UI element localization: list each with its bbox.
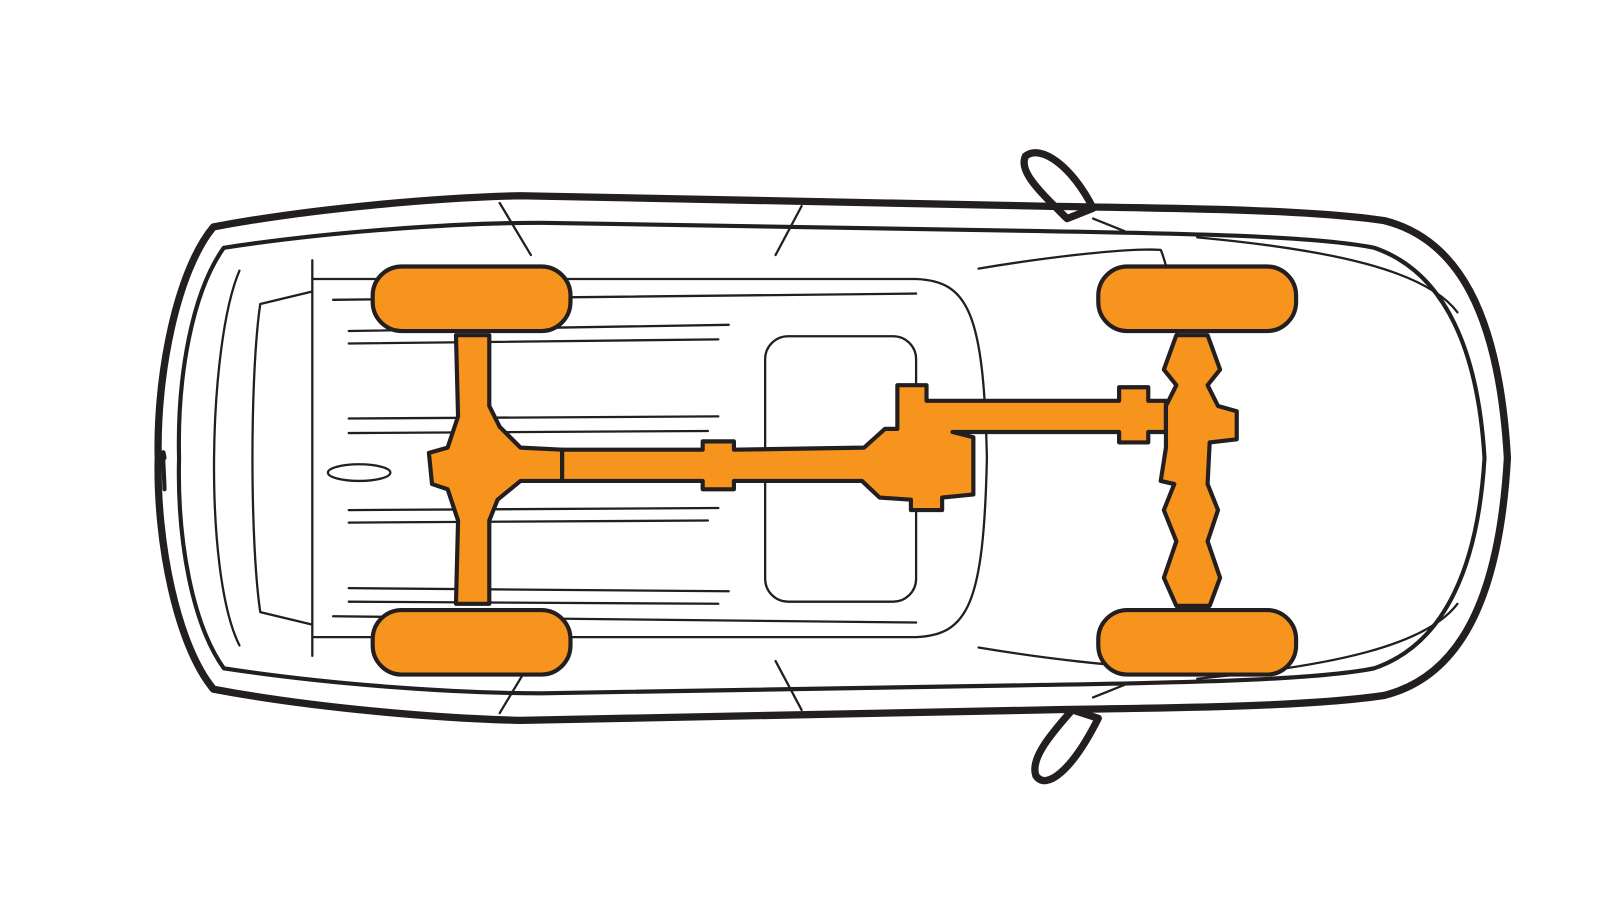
wheel-rear-left <box>370 264 573 334</box>
roof-highlights <box>347 323 730 605</box>
front-axle <box>1158 333 1239 608</box>
rear-bumper <box>161 450 167 492</box>
rear-axle <box>426 333 565 606</box>
mirror-left <box>1020 149 1097 223</box>
door-lines <box>498 201 1126 715</box>
wheel-rear-right <box>370 607 573 677</box>
drive-shaft <box>560 383 1169 513</box>
wheel-front-right <box>1096 607 1299 677</box>
antenna <box>326 463 392 483</box>
roof-outline <box>311 277 989 639</box>
mirror-right <box>1031 706 1102 785</box>
tailgate-line <box>212 269 241 647</box>
body-inner-line <box>176 220 1487 696</box>
drivetrain <box>370 264 1299 677</box>
car-body <box>154 149 1512 785</box>
wheel-front-left <box>1096 264 1299 334</box>
rear-window <box>251 259 314 657</box>
body-outline <box>154 192 1512 725</box>
